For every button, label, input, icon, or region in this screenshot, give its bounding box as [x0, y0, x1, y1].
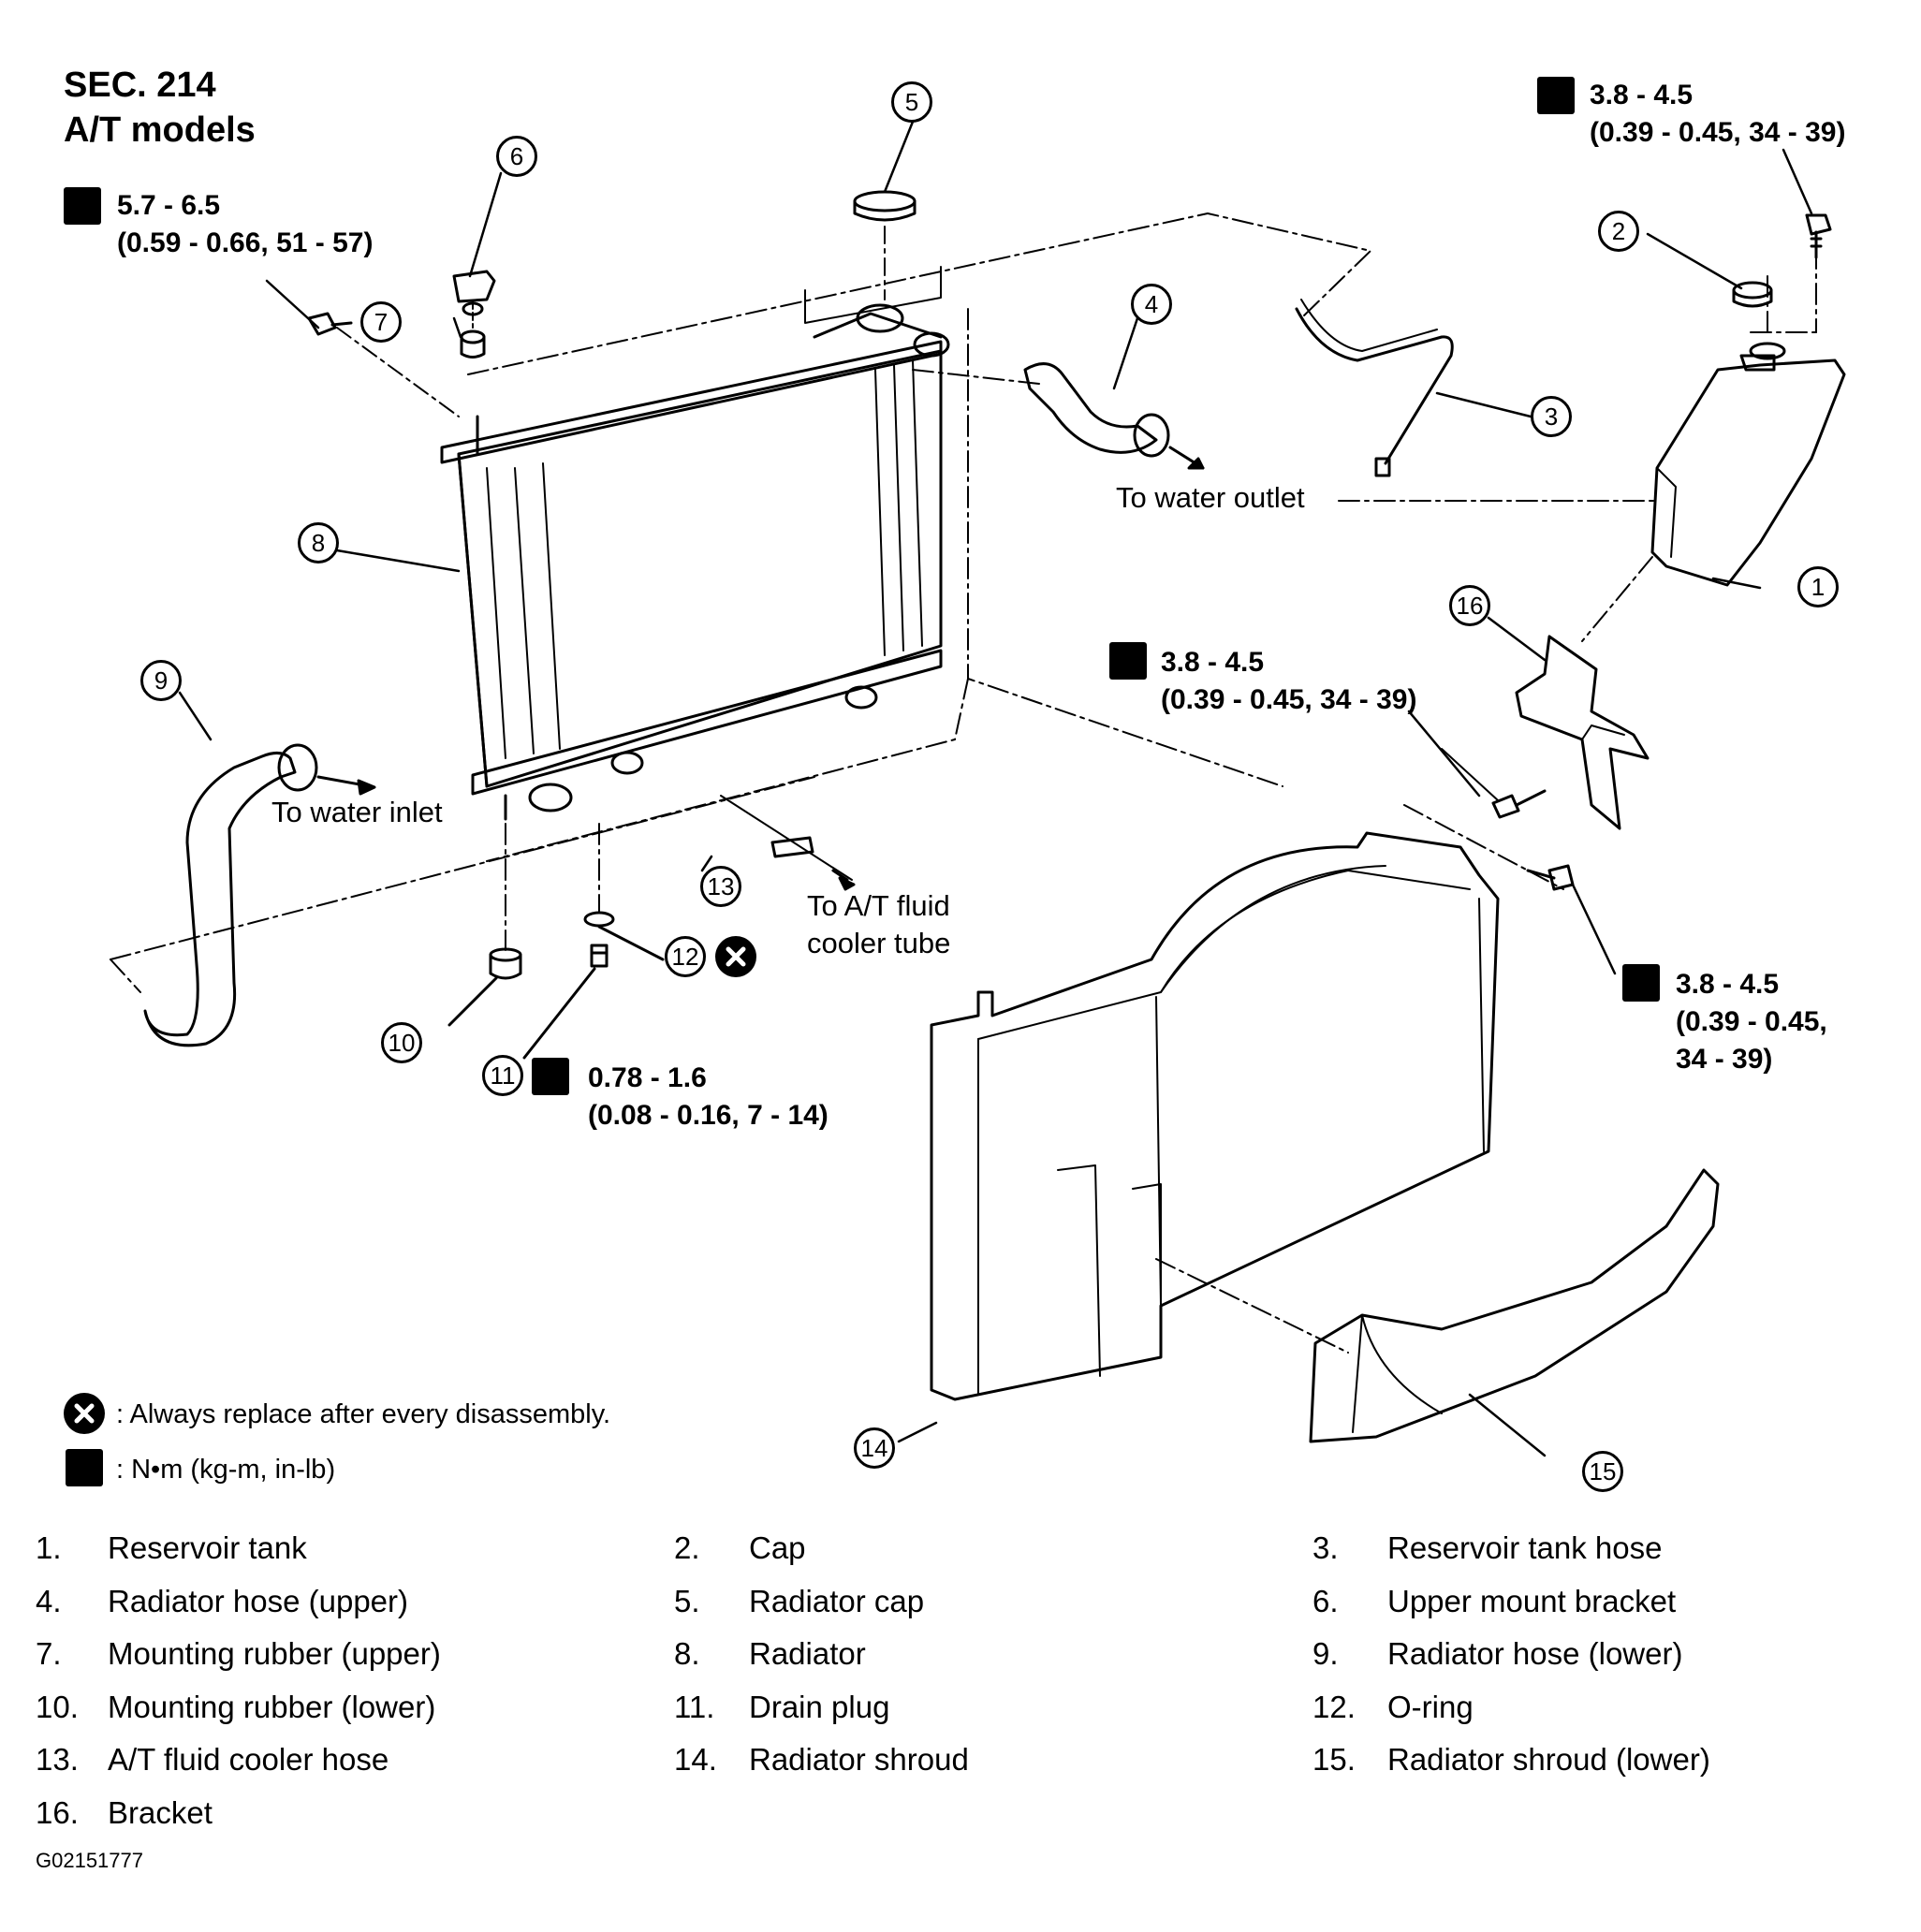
torque-icon	[1109, 642, 1147, 680]
lower-radiator-hose	[143, 743, 376, 1047]
torque-spec-shroud-detail-1: (0.39 - 0.45,	[1676, 1006, 1827, 1037]
label-to-water-inlet: To water inlet	[271, 796, 443, 828]
callout-12: 12	[665, 936, 706, 977]
callout-13: 13	[700, 866, 741, 907]
bolt-reservoir	[1805, 213, 1832, 259]
reservoir-cap	[1732, 281, 1773, 308]
torque-spec-shroud-detail-2: 34 - 39)	[1676, 1044, 1773, 1075]
o-ring	[583, 911, 615, 928]
label-to-fluid-cooler-1: To A/T fluid	[807, 889, 950, 922]
callout-leaders	[178, 120, 1813, 1457]
part-name: Bracket	[108, 1795, 213, 1830]
torque-icon	[532, 1058, 569, 1095]
torque-spec-mount-detail: (0.59 - 0.66, 51 - 57)	[117, 227, 374, 258]
bracket	[1515, 635, 1650, 830]
legend-replace-text: : Always replace after every disassembly…	[116, 1399, 611, 1429]
torque-icon	[1537, 77, 1575, 114]
replace-icon	[715, 936, 756, 977]
part-number: 6.	[1312, 1584, 1339, 1618]
callout-16: 16	[1449, 585, 1490, 626]
part-name: Radiator cap	[749, 1584, 925, 1618]
part-name: Radiator hose (lower)	[1387, 1636, 1683, 1671]
callout-5: 5	[891, 81, 932, 123]
radiator-shroud-lower	[1309, 1168, 1720, 1443]
part-number: 1.	[36, 1530, 62, 1565]
part-name: Radiator hose (upper)	[108, 1584, 409, 1618]
part-name: Drain plug	[749, 1690, 890, 1724]
label-to-fluid-cooler-2: cooler tube	[807, 927, 951, 959]
torque-spec-drain-detail: (0.08 - 0.16, 7 - 14)	[588, 1100, 829, 1131]
part-number: 2.	[674, 1530, 700, 1565]
torque-spec-mount: 5.7 - 6.5	[117, 190, 221, 221]
part-name: Mounting rubber (upper)	[108, 1636, 441, 1671]
torque-spec-bracket: 3.8 - 4.5	[1161, 647, 1265, 678]
radiator-cap	[804, 190, 942, 324]
bolt-shroud	[1526, 864, 1575, 891]
callout-14: 14	[854, 1427, 895, 1469]
part-number: 15.	[1312, 1742, 1356, 1777]
drain-plug	[522, 944, 609, 1060]
torque-spec-bracket-detail: (0.39 - 0.45, 34 - 39)	[1161, 684, 1417, 715]
part-number: 9.	[1312, 1636, 1339, 1671]
torque-icon	[66, 1449, 103, 1486]
part-number: 3.	[1312, 1530, 1339, 1565]
upper-mount-bracket	[452, 270, 496, 359]
torque-spec-shroud: 3.8 - 4.5	[1676, 969, 1780, 1000]
radiator	[440, 303, 950, 821]
part-number: 12.	[1312, 1690, 1356, 1724]
part-number: 13.	[36, 1742, 79, 1777]
part-name: O-ring	[1387, 1690, 1474, 1724]
callout-11: 11	[482, 1055, 523, 1096]
label-to-water-outlet: To water outlet	[1116, 481, 1305, 514]
torque-spec-reservoir-detail: (0.39 - 0.45, 34 - 39)	[1590, 117, 1846, 148]
part-name: Mounting rubber (lower)	[108, 1690, 436, 1724]
part-number: 10.	[36, 1690, 79, 1724]
at-fluid-cooler-hose	[720, 795, 856, 891]
figure-code: G02151777	[36, 1849, 143, 1872]
part-name: A/T fluid cooler hose	[108, 1742, 389, 1777]
torque-icon	[1622, 964, 1660, 1002]
part-number: 16.	[36, 1795, 79, 1830]
callout-9: 9	[140, 660, 182, 701]
part-name: Cap	[749, 1530, 806, 1565]
reservoir-tank	[1650, 342, 1846, 587]
radiator-shroud	[930, 831, 1500, 1401]
part-number: 5.	[674, 1584, 700, 1618]
callout-2: 2	[1598, 211, 1639, 252]
part-name: Radiator shroud	[749, 1742, 969, 1777]
callout-10: 10	[381, 1022, 422, 1063]
replace-icon	[64, 1393, 105, 1434]
reference-lines	[110, 212, 1817, 1354]
legend-torque-text: : N•m (kg-m, in-lb)	[116, 1455, 336, 1485]
part-name: Radiator shroud (lower)	[1387, 1742, 1710, 1777]
model-subtitle: A/T models	[64, 110, 256, 150]
bolt-mount	[307, 312, 460, 417]
part-number: 7.	[36, 1636, 62, 1671]
part-number: 14.	[674, 1742, 717, 1777]
part-number: 8.	[674, 1636, 700, 1671]
part-name: Upper mount bracket	[1387, 1584, 1677, 1618]
part-name: Reservoir tank	[108, 1530, 307, 1565]
reservoir-tank-hose	[1295, 299, 1454, 477]
part-number: 4.	[36, 1584, 62, 1618]
section-title: SEC. 214	[64, 66, 216, 105]
callout-6: 6	[496, 136, 537, 177]
part-number: 11.	[674, 1690, 715, 1724]
mounting-rubber-lower	[447, 947, 522, 1027]
part-name: Radiator	[749, 1636, 866, 1671]
torque-spec-drain: 0.78 - 1.6	[588, 1062, 707, 1093]
callout-8: 8	[298, 522, 339, 564]
callout-1: 1	[1797, 566, 1839, 607]
callout-3: 3	[1531, 396, 1572, 437]
callout-15: 15	[1582, 1451, 1623, 1492]
callout-4: 4	[1131, 284, 1172, 325]
torque-icon	[64, 187, 101, 225]
callout-7: 7	[360, 301, 402, 343]
upper-radiator-hose	[1023, 362, 1205, 470]
bolt-bracket	[1441, 748, 1547, 819]
torque-spec-reservoir: 3.8 - 4.5	[1590, 80, 1694, 110]
part-name: Reservoir tank hose	[1387, 1530, 1663, 1565]
